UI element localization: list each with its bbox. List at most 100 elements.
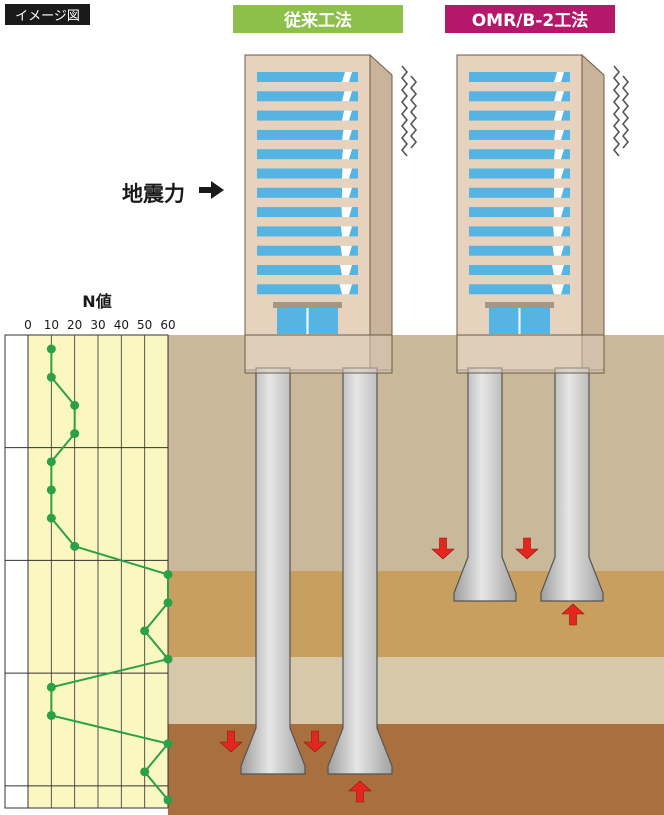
force-arrow-down-icon <box>219 730 243 753</box>
omr-banner: OMR/B-2工法 <box>445 5 615 33</box>
window-reflection <box>342 91 352 102</box>
window-reflection <box>554 168 564 179</box>
n-value-point <box>46 710 56 720</box>
building-window-row <box>469 129 570 140</box>
window-reflection <box>554 72 564 82</box>
seismic-force-label: 地震力 <box>122 182 185 206</box>
vibration-line <box>612 65 621 157</box>
n-value-point <box>46 513 56 523</box>
entrance-canopy <box>273 302 342 308</box>
n-value-chart: N値 0 10 20 30 40 50 60 <box>4 292 176 809</box>
building-window-row <box>257 110 358 121</box>
window-reflection <box>554 149 564 160</box>
window-reflection <box>342 72 352 82</box>
building-window-row <box>257 265 358 275</box>
n-value-point <box>46 457 56 467</box>
building-conventional <box>244 53 393 371</box>
n-value-point <box>140 626 150 636</box>
n-value-point <box>70 541 80 551</box>
building-window-row <box>257 72 358 82</box>
window-reflection <box>342 149 352 160</box>
pile <box>540 367 604 602</box>
chart-x-tick-label: 0 <box>24 318 32 332</box>
image-label: イメージ図 <box>15 9 80 24</box>
building-bases <box>244 334 605 374</box>
building-window-row <box>469 245 570 256</box>
window-reflection <box>340 265 352 275</box>
building-window-row <box>469 187 570 198</box>
chart-x-tick-label: 50 <box>137 318 152 332</box>
seismic-force-arrow-icon <box>199 181 224 199</box>
chart-grid <box>50 335 146 808</box>
building-window-row <box>469 110 570 121</box>
window-reflection <box>342 129 352 140</box>
building-window-row <box>469 284 570 295</box>
n-value-point <box>163 795 173 805</box>
vibration-line <box>400 65 409 157</box>
window-reflection <box>342 187 352 198</box>
vibration-line <box>409 75 418 149</box>
conventional-banner: 従来工法 <box>233 5 403 33</box>
n-value-point <box>46 344 56 354</box>
window-reflection <box>552 265 564 275</box>
n-value-point <box>163 739 173 749</box>
window-reflection <box>553 226 564 237</box>
conventional-title: 従来工法 <box>283 10 352 31</box>
pile <box>240 367 306 775</box>
image-label-badge: イメージ図 <box>5 4 90 25</box>
force-arrow-up-icon <box>348 780 372 803</box>
n-value-point <box>46 682 56 692</box>
n-value-point <box>46 372 56 382</box>
building-window-row <box>257 245 358 256</box>
n-value-point <box>140 767 150 777</box>
force-arrow-down-icon <box>515 537 539 560</box>
pile <box>327 367 393 775</box>
window-reflection <box>554 110 564 121</box>
building-window-row <box>469 91 570 102</box>
vibration-lines <box>400 65 630 157</box>
building-window-row <box>469 168 570 179</box>
vibration-line <box>621 75 630 149</box>
window-reflection <box>554 129 564 140</box>
n-value-point <box>70 400 80 410</box>
chart-x-tick-label: 30 <box>90 318 105 332</box>
seismic-force: 地震力 <box>122 181 224 206</box>
window-reflection <box>342 110 352 121</box>
building-window-row <box>257 91 358 102</box>
chart-x-tick-label: 60 <box>160 318 175 332</box>
building-window-row <box>257 129 358 140</box>
n-value-point <box>163 598 173 608</box>
n-value-point <box>163 654 173 664</box>
building-omr <box>456 53 605 371</box>
window-reflection <box>339 284 352 295</box>
chart-title: N値 <box>82 292 111 311</box>
building-window-row <box>257 149 358 160</box>
building-window-row <box>469 149 570 160</box>
window-reflection <box>552 245 564 256</box>
window-reflection <box>553 207 564 218</box>
building-window-row <box>469 226 570 237</box>
chart-x-tick-label: 20 <box>67 318 82 332</box>
chart-x-ticks: 0 10 20 30 40 50 60 <box>24 318 175 332</box>
pile-force-arrows <box>219 537 585 803</box>
window-reflection <box>341 226 352 237</box>
window-reflection <box>340 245 352 256</box>
window-reflection <box>554 187 564 198</box>
building-base-omr <box>456 334 605 374</box>
force-arrow-down-icon <box>431 537 455 560</box>
n-value-points <box>46 344 173 805</box>
building-window-row <box>257 187 358 198</box>
omr-title: OMR/B-2工法 <box>472 10 589 31</box>
chart-x-tick-label: 10 <box>44 318 59 332</box>
window-reflection <box>341 207 352 218</box>
building-window-row <box>469 265 570 275</box>
chart-x-tick-label: 40 <box>114 318 129 332</box>
soil-layer-mid <box>168 657 664 724</box>
chart-depth-column <box>4 334 29 809</box>
building-window-row <box>257 168 358 179</box>
building-window-row <box>257 284 358 295</box>
n-value-point <box>70 429 80 439</box>
building-base-conventional <box>244 334 393 374</box>
window-reflection <box>554 91 564 102</box>
